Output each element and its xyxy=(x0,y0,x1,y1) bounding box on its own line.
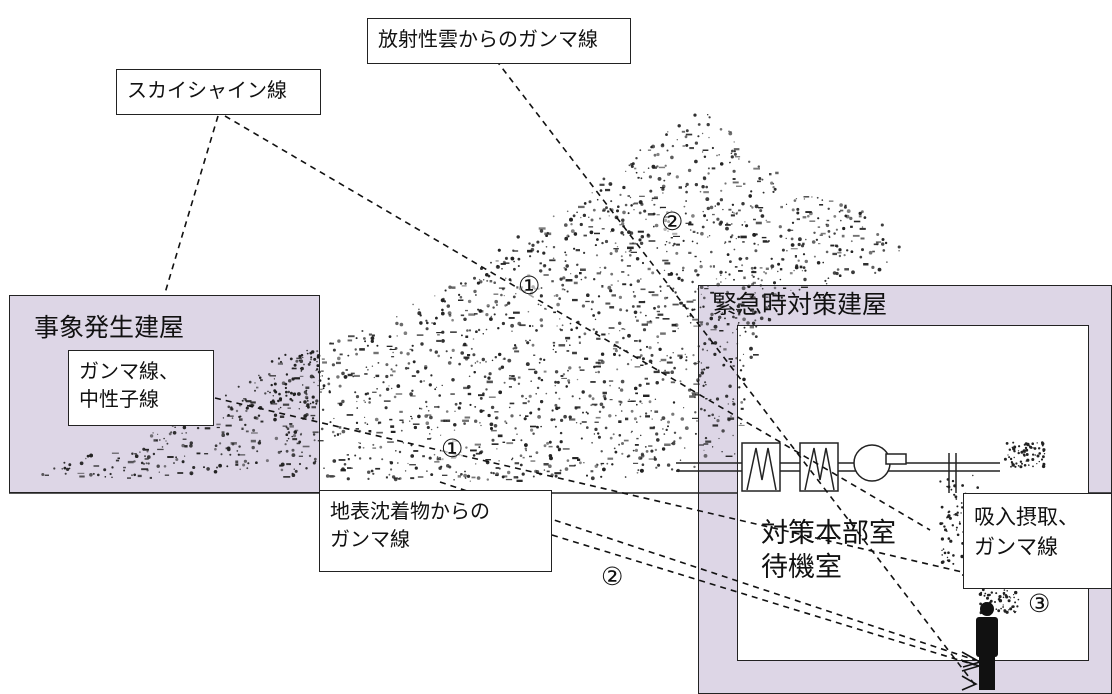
cloud-gamma-callout: 放射性雲からのガンマ線 xyxy=(367,18,631,64)
inhalation-callout: 吸入摂取、 ガンマ線 xyxy=(963,493,1112,589)
cloud-path-marker: ② xyxy=(661,207,684,236)
skyshine-path-line xyxy=(224,115,931,531)
command-room-label: 対策本部室 待機室 xyxy=(761,518,896,583)
direct-path-line xyxy=(214,397,976,576)
ground-deposit-callout: 地表沈着物からの ガンマ線 xyxy=(319,490,552,572)
radiation-paths xyxy=(164,59,976,686)
filter-unit-1-icon xyxy=(741,442,781,492)
skyshine-pointer-line xyxy=(164,115,219,294)
fan-icon xyxy=(853,444,907,482)
filter-unit-2-icon xyxy=(799,442,839,492)
ground-path-marker: ② xyxy=(601,562,624,591)
gamma-neutron-callout: ガンマ線、 中性子線 xyxy=(68,350,214,426)
incident-building-label: 事象発生建屋 xyxy=(34,313,185,342)
skyshine-path-marker: ① xyxy=(518,271,541,300)
direct-path-marker: ① xyxy=(441,434,464,463)
person-icon xyxy=(976,602,998,690)
ground-path-line-2 xyxy=(551,534,976,666)
inhalation-path-marker: ③ xyxy=(1028,589,1051,618)
skyshine-callout: スカイシャイン線 xyxy=(116,69,321,115)
